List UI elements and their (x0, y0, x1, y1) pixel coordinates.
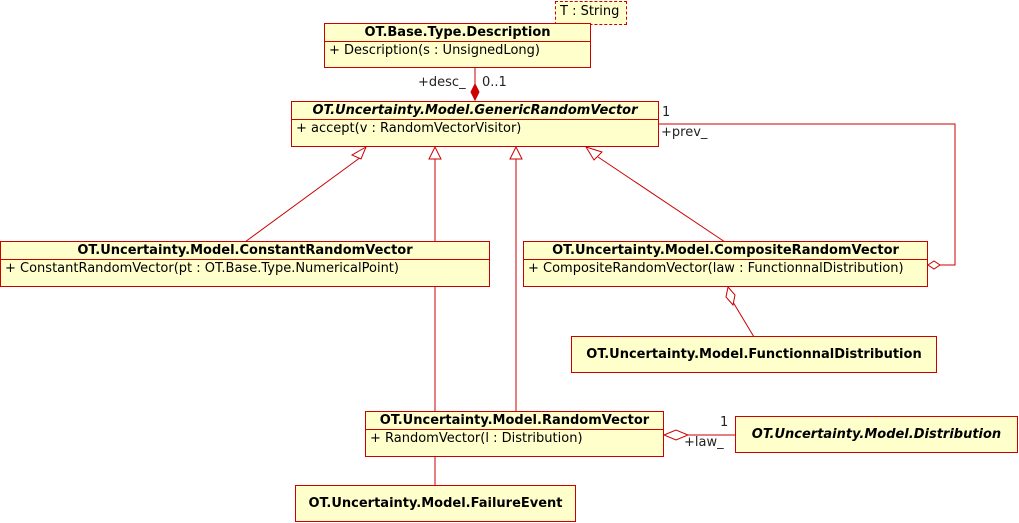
class-generic-random-vector[interactable]: OT.Uncertainty.Model.GenericRandomVector… (291, 101, 659, 147)
class-operation: + RandomVector(l : Distribution) (366, 429, 663, 447)
composite-generalization-line (597, 156, 726, 243)
class-operation: + accept(v : RandomVectorVisitor) (292, 119, 658, 137)
class-operation: + Description(s : UnsignedLong) (325, 41, 590, 59)
law-multiplicity-label: 1 (720, 415, 729, 430)
class-name: OT.Uncertainty.Model.FailureEvent (308, 496, 563, 511)
class-name: OT.Uncertainty.Model.CompositeRandomVect… (552, 243, 899, 258)
class-name: OT.Uncertainty.Model.FunctionnalDistribu… (586, 347, 922, 362)
generalization-triangle (509, 145, 523, 160)
template-parameter: T : String (555, 1, 627, 25)
desc-multiplicity-label: 0..1 (482, 75, 507, 90)
aggregation-diamond (725, 285, 736, 307)
prev-multiplicity-label: 1 (662, 105, 671, 120)
generalization-triangle (350, 145, 368, 160)
prev-role-label: +prev_ (661, 125, 708, 140)
class-name: OT.Uncertainty.Model.Distribution (751, 427, 1002, 442)
class-distribution[interactable]: OT.Uncertainty.Model.Distribution (735, 416, 1018, 453)
class-name: OT.Uncertainty.Model.RandomVector (379, 413, 650, 428)
aggregation-diamond (927, 260, 941, 270)
class-name: OT.Uncertainty.Model.ConstantRandomVecto… (77, 243, 413, 258)
composition-diamond (470, 82, 480, 102)
class-name: OT.Uncertainty.Model.GenericRandomVector (312, 103, 638, 118)
generalization-triangle (584, 146, 603, 161)
generalization-triangle (428, 145, 442, 160)
class-functionnal-distribution[interactable]: OT.Uncertainty.Model.FunctionnalDistribu… (571, 336, 937, 373)
class-failure-event[interactable]: OT.Uncertainty.Model.FailureEvent (295, 485, 576, 522)
prev-aggregation-line (659, 123, 956, 266)
class-name: OT.Base.Type.Description (364, 25, 551, 40)
law-role-label: +law_ (684, 435, 724, 450)
constant-generalization-line (244, 156, 362, 243)
class-operation: + ConstantRandomVector(pt : OT.Base.Type… (1, 259, 489, 277)
class-composite-random-vector[interactable]: OT.Uncertainty.Model.CompositeRandomVect… (523, 241, 928, 287)
class-description[interactable]: OT.Base.Type.Description + Description(s… (324, 23, 591, 68)
class-random-vector[interactable]: OT.Uncertainty.Model.RandomVector + Rand… (365, 411, 664, 457)
class-operation: + CompositeRandomVector(law : Functionna… (524, 259, 927, 277)
law-aggregation-line (732, 301, 755, 338)
desc-role-label: +desc_ (418, 75, 466, 90)
class-constant-random-vector[interactable]: OT.Uncertainty.Model.ConstantRandomVecto… (0, 241, 490, 287)
aggregation-diamond (662, 429, 690, 441)
